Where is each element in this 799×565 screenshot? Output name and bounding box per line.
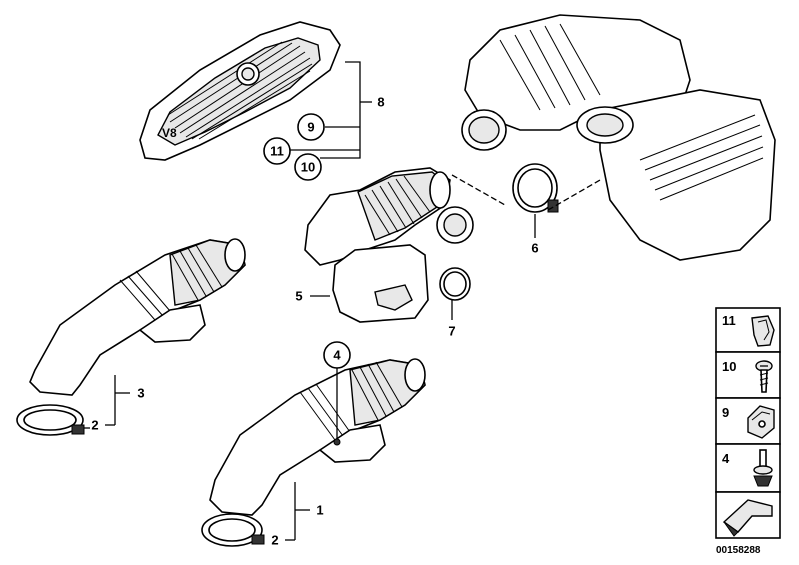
side-label-11: 11 [722, 313, 736, 328]
callout-6: 6 [531, 241, 538, 256]
engine-cover: V8 [139, 21, 341, 161]
side-label-9: 9 [722, 405, 729, 420]
engine-cover-badge: V8 [162, 126, 177, 140]
callout-3: 3 [137, 386, 144, 401]
side-label-10: 10 [722, 359, 736, 374]
clip-icon [751, 315, 775, 347]
hose-clamp-2-upper [16, 404, 90, 436]
screw-icon [755, 360, 773, 393]
callout-group-4: 4 [323, 341, 351, 446]
intake-duct-5: 5 [295, 167, 451, 323]
callout-10: 10 [301, 160, 315, 175]
side-item-10 [715, 351, 781, 399]
assembly-arrow-icon [722, 499, 773, 537]
callout-5: 5 [295, 289, 302, 304]
parts-side-panel: 11 10 9 4 [715, 307, 781, 539]
hose-clamp-7: 7 [439, 267, 471, 339]
intake-duct-1: 1 2 [209, 358, 426, 548]
diagram-id: 00158288 [716, 545, 761, 556]
callout-group-8: 8 9 11 10 [263, 61, 385, 181]
air-filter-housing [436, 14, 776, 261]
callout-9: 9 [307, 120, 314, 135]
callout-8: 8 [377, 95, 384, 110]
intake-duct-3: 3 2 [29, 238, 246, 433]
callout-7: 7 [448, 324, 455, 339]
hose-clamp-2-lower [201, 513, 265, 547]
callout-11: 11 [270, 144, 284, 159]
bracket-nut-icon [747, 405, 775, 439]
side-label-4: 4 [722, 451, 730, 466]
callout-1: 1 [316, 503, 323, 518]
hose-clamp-6: 6 [451, 163, 601, 256]
callout-4: 4 [333, 348, 341, 363]
callout-2-upper: 2 [91, 418, 98, 433]
bolt-icon [753, 449, 773, 487]
callout-2-lower: 2 [271, 533, 278, 548]
